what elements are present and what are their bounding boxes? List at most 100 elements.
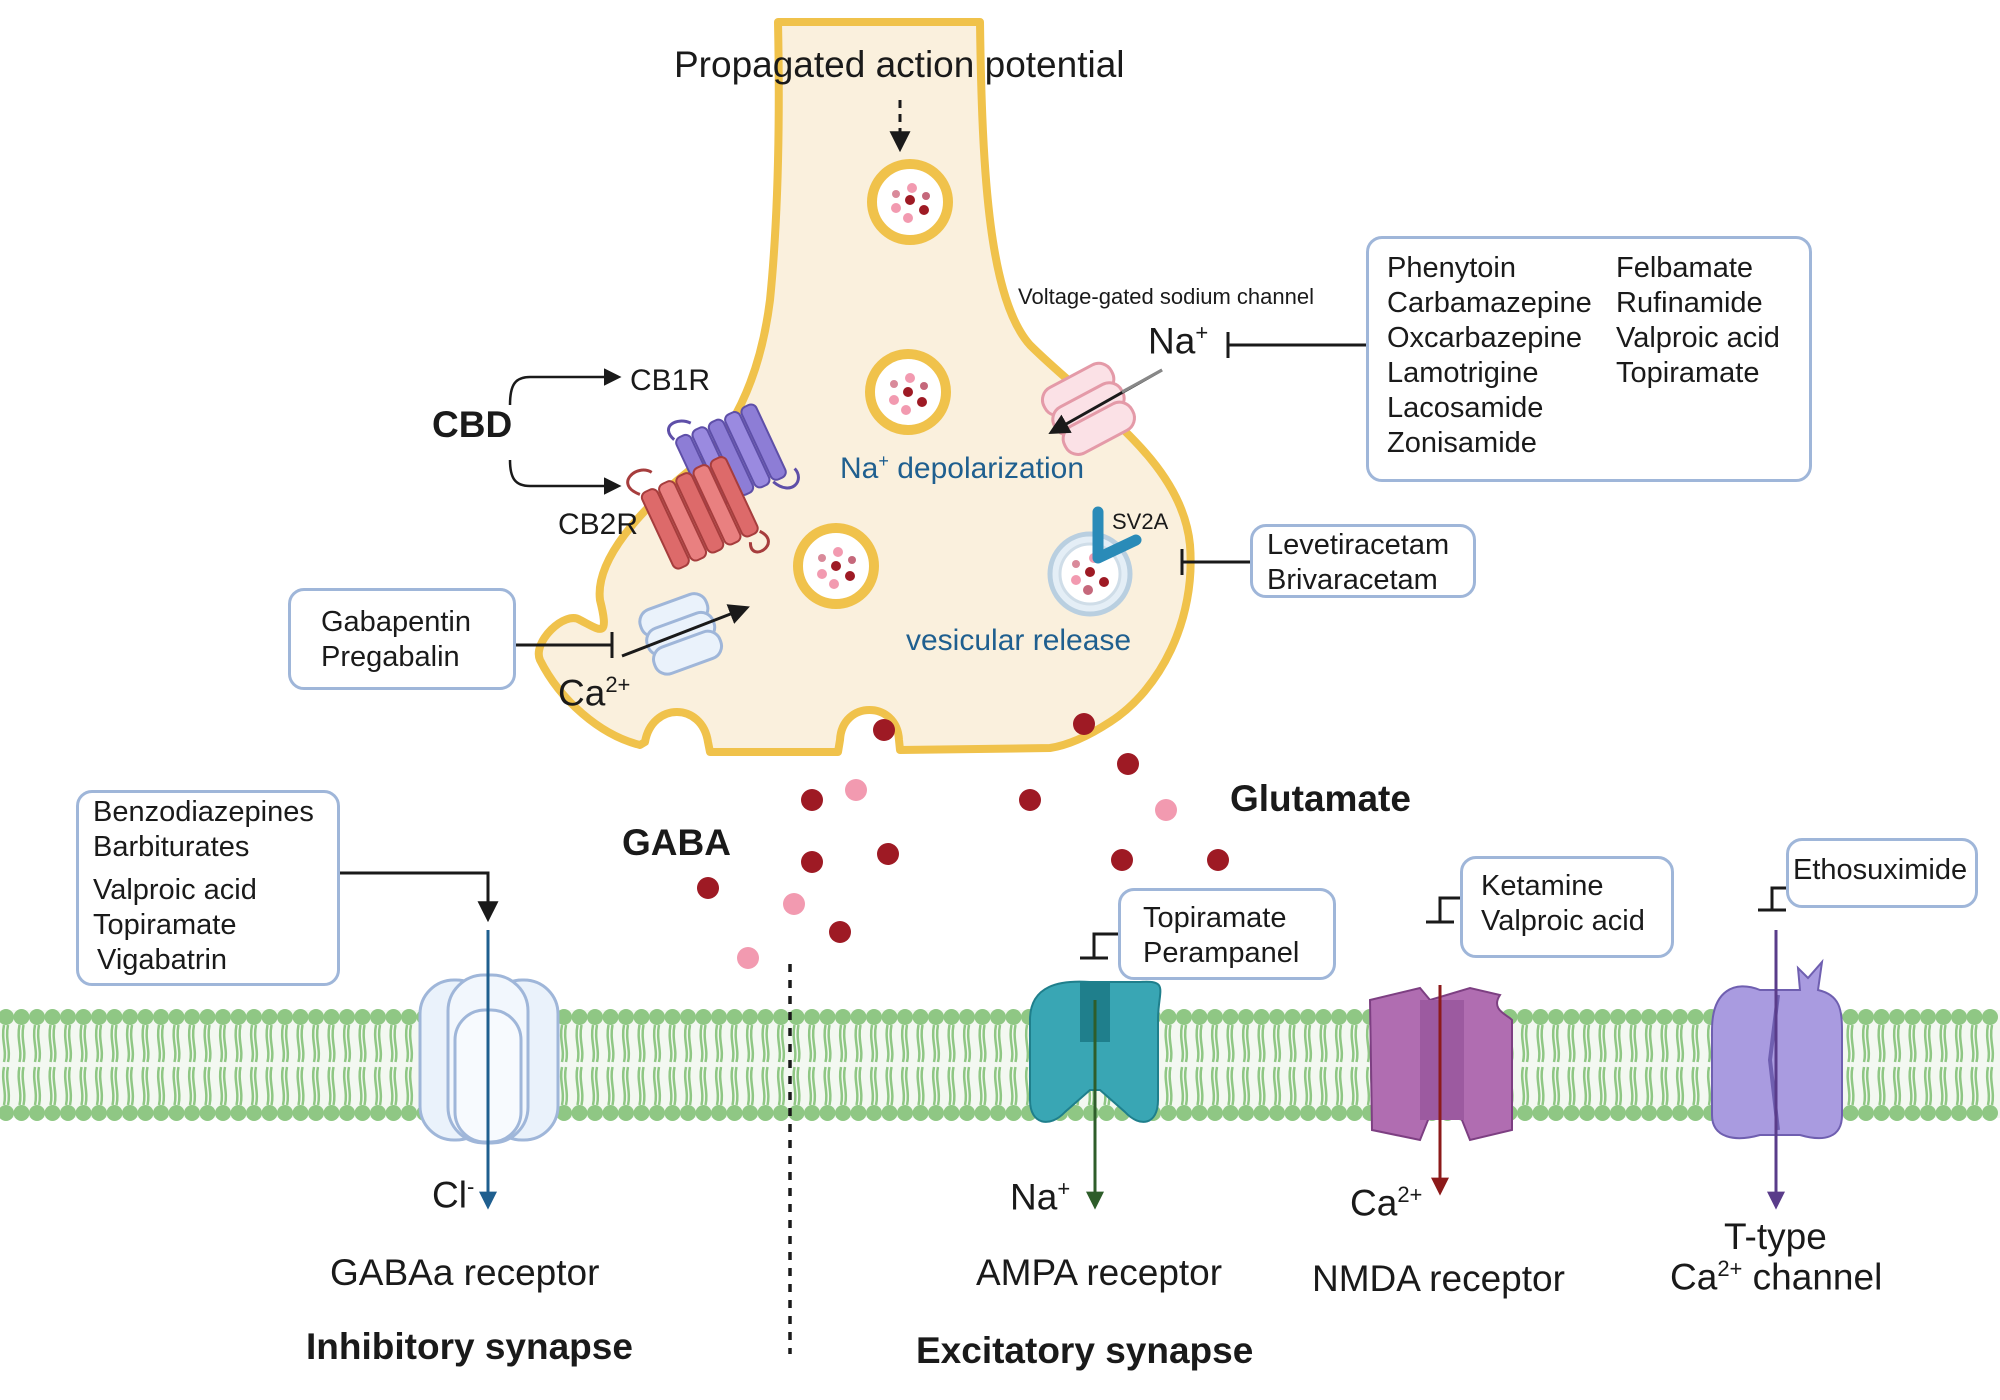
lipid-tail xyxy=(652,1024,662,1063)
vgsc-label: Voltage-gated sodium channel xyxy=(1018,284,1314,309)
lipid-head xyxy=(556,1009,572,1025)
lipid-tail xyxy=(1675,1024,1685,1063)
lipid-head xyxy=(680,1009,696,1025)
lipid-tail xyxy=(885,1024,894,1063)
lipid-tail xyxy=(714,1066,724,1106)
lipid-head xyxy=(587,1009,603,1025)
lipid-tail xyxy=(296,1024,305,1063)
lipid-head xyxy=(385,1009,402,1025)
lipid-tail xyxy=(1272,1024,1282,1063)
lipid-head xyxy=(1982,1105,1998,1121)
lipid-head xyxy=(60,1105,76,1121)
sodium-ampa-label: Na+ xyxy=(1010,1176,1071,1218)
lipid-head xyxy=(339,1105,355,1121)
lipid-head xyxy=(711,1105,727,1121)
lipid-tail xyxy=(1520,1066,1530,1106)
lipid-head xyxy=(571,1105,588,1121)
lipid-head xyxy=(804,1009,820,1025)
lipid-head xyxy=(556,1105,572,1121)
lipid-tail xyxy=(823,1024,832,1063)
drug-name: Topiramate xyxy=(93,909,237,941)
lipid-tail xyxy=(296,1066,305,1106)
lipid-head xyxy=(0,1105,14,1121)
drug-name: Barbiturates xyxy=(93,831,250,863)
lipid-head xyxy=(1532,1105,1549,1121)
lipid-head xyxy=(1191,1009,1208,1025)
lipid-head xyxy=(277,1105,293,1121)
lipid-head xyxy=(261,1105,278,1121)
ampa-drugs-box: Topiramate Perampanel xyxy=(1118,888,1336,980)
lipid-head xyxy=(1253,1105,1270,1121)
lipid-head xyxy=(1904,1105,1921,1121)
lipid-head xyxy=(401,1009,417,1025)
lipid-tail xyxy=(745,1024,755,1063)
lipid-head xyxy=(1858,1105,1874,1121)
drug-name: Oxcarbazepine xyxy=(1387,322,1583,354)
lipid-tail xyxy=(373,1024,383,1063)
lipid-tail xyxy=(776,1066,786,1106)
lipid-tail xyxy=(1970,1066,1979,1106)
sodium-channel-pointer xyxy=(1121,368,1163,394)
lipid-tail xyxy=(575,1066,584,1106)
lipid-tail xyxy=(668,1066,677,1106)
inhibitory-synapse-label: Inhibitory synapse xyxy=(306,1326,633,1367)
lipid-head xyxy=(1284,1105,1301,1121)
lipid-head xyxy=(1269,1105,1285,1121)
lipid-tail xyxy=(32,1024,42,1063)
lipid-tail xyxy=(203,1066,212,1106)
lipid-tail xyxy=(172,1024,181,1063)
drug-name: Valproic acid xyxy=(93,874,257,906)
gabaa-receptor-label: GABAa receptor xyxy=(330,1252,600,1293)
chloride-label: Cl- xyxy=(432,1174,475,1216)
lipid-tail xyxy=(48,1066,57,1106)
lipid-head xyxy=(1610,1105,1626,1121)
lipid-head xyxy=(881,1105,898,1121)
lipid-head xyxy=(1517,1105,1533,1121)
lipid-tail xyxy=(311,1066,321,1106)
lipid-head xyxy=(1532,1009,1549,1025)
lipid-tail xyxy=(110,1066,119,1106)
lipid-tail xyxy=(699,1066,708,1106)
lipid-tail xyxy=(141,1024,150,1063)
lipid-tail xyxy=(714,1024,724,1063)
lipid-head xyxy=(1563,1009,1580,1025)
lipid-head xyxy=(804,1105,820,1121)
excitatory-synapse-label: Excitatory synapse xyxy=(916,1330,1254,1371)
lipid-head xyxy=(990,1105,1006,1121)
lipid-tail xyxy=(854,1066,863,1106)
lipid-tail xyxy=(1164,1066,1173,1106)
sv2a-drugs-box: Levetiracetam Brivaracetam xyxy=(1250,524,1476,598)
lipid-head xyxy=(1300,1009,1316,1025)
ttype-drugs-box: Ethosuximide xyxy=(1786,838,1978,908)
lipid-tail xyxy=(683,1024,693,1063)
lipid-head xyxy=(323,1009,340,1025)
lipid-head xyxy=(618,1009,634,1025)
lipid-tail xyxy=(1303,1066,1313,1106)
lipid-head xyxy=(866,1009,882,1025)
drug-name: Topiramate xyxy=(1143,902,1287,934)
lipid-tail xyxy=(1644,1066,1654,1106)
lipid-head xyxy=(1253,1009,1270,1025)
nmda-receptor-label: NMDA receptor xyxy=(1312,1258,1565,1299)
drug-name: Felbamate xyxy=(1616,252,1754,284)
lipid-tail xyxy=(1179,1024,1189,1063)
ttype-drugs-list: Ethosuximide xyxy=(1793,853,1967,888)
lipid-tail xyxy=(637,1066,646,1106)
lipid-tail xyxy=(1877,1024,1886,1063)
lipid-head xyxy=(959,1009,975,1025)
lipid-tail xyxy=(234,1024,243,1063)
lipid-tail xyxy=(1210,1024,1220,1063)
lipid-tail xyxy=(1195,1066,1204,1106)
lipid-tail xyxy=(993,1066,1003,1106)
lipid-tail xyxy=(1241,1066,1251,1106)
lipid-tail xyxy=(869,1024,879,1063)
ampa-drugs-list: Topiramate Perampanel xyxy=(1143,901,1299,971)
lipid-head xyxy=(1672,1009,1688,1025)
vesicular-release-label: vesicular release xyxy=(906,624,1132,657)
lipid-head xyxy=(1935,1105,1952,1121)
lipid-head xyxy=(91,1009,107,1025)
lipid-head xyxy=(1207,1105,1223,1121)
lipid-head xyxy=(122,1105,138,1121)
lipid-head xyxy=(866,1105,882,1121)
